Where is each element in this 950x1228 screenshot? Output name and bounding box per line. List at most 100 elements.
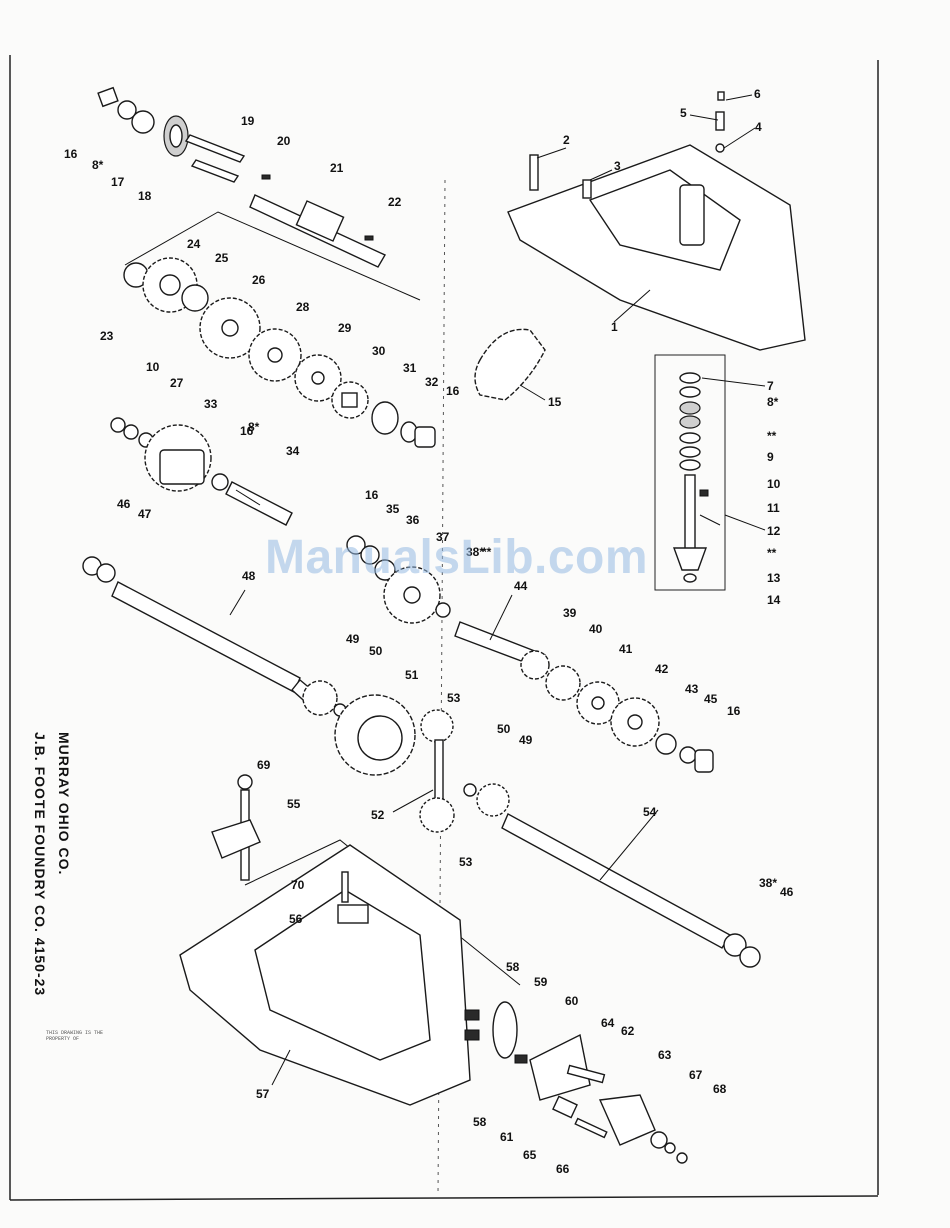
part-label: 25 [215,251,229,265]
part-label: 8* [248,420,260,434]
credit-line-foundry: J.B. FOOTE FOUNDRY CO. 4150-23 [32,732,48,997]
part-label: 3 [614,159,621,173]
part-label: 46 [780,885,794,899]
part-label: 1 [611,320,618,334]
part-label: 29 [338,321,352,335]
part-label: 17 [111,175,125,189]
part-label: 11 [767,501,780,515]
part-number-labels: 1 2 3 4 5 6 7 8* 8* 8* 9 10 10 11 12 13 … [64,87,794,1176]
part-label: 24 [187,237,201,251]
part-label: 7 [767,379,774,393]
part-label: ** [767,546,777,560]
part-label: 48 [242,569,256,583]
part-label: 36 [406,513,420,527]
part-label: 6 [754,87,761,101]
part-label: 38* [466,545,484,559]
part-label: 68 [713,1082,727,1096]
part-label: 5 [680,106,687,120]
part-label: ** [767,429,777,443]
part-label: 20 [277,134,291,148]
part-label: 18 [138,189,152,203]
part-label: 41 [619,642,633,656]
lower-housing-57 [179,839,521,1106]
stamp-notice: THIS DRAWING IS THE PROPERTY OF [46,1030,104,1042]
part-label: 14 [767,593,781,607]
part-label: 54 [643,805,657,819]
part-label: 47 [138,507,152,521]
part-label: 8* [92,158,104,172]
part-label: 16 [64,147,78,161]
part-label: 60 [565,994,579,1008]
part-label: 63 [658,1048,672,1062]
gear-stack-group [110,211,436,526]
part-label: 57 [256,1087,270,1101]
part-label: 59 [534,975,548,989]
part-label: 65 [523,1148,537,1162]
part-label: 55 [287,797,301,811]
part-label: 67 [689,1068,703,1082]
part-label: 58 [473,1115,487,1129]
part-label: 39 [563,606,577,620]
part-label: 56 [289,912,303,926]
vertical-shaft-stack [654,354,726,591]
watermark-text: ManualsLib.com [265,531,649,584]
middle-shafts [82,535,714,773]
part-label: 52 [371,808,385,822]
part-label: 69 [257,758,271,772]
part-label: 21 [330,161,344,175]
part-label: 32 [425,375,439,389]
part-label: 31 [403,361,417,375]
shift-lever-group [211,774,261,881]
part-label: 35 [386,502,400,516]
manufacturer-credit: J.B. FOOTE FOUNDRY CO. 4150-23 MURRAY OH… [32,732,72,996]
part-label: 16 [365,488,379,502]
part-label: 70 [291,878,305,892]
part-label: 4 [755,120,762,134]
part-label: 22 [388,195,402,209]
brake-group [464,1001,688,1164]
part-label: 27 [170,376,184,390]
part-label: 44 [514,579,528,593]
part-label: 16 [240,424,254,438]
part-label: 16 [727,704,741,718]
scan-fold-line [437,179,446,1196]
part-label: 26 [252,273,266,287]
part-label: 33 [204,397,218,411]
part-label: 23 [100,329,114,343]
part-label: 30 [372,344,386,358]
part-label: 50 [369,644,383,658]
leader-lines [229,94,766,1086]
part-label: 37 [436,530,450,544]
part-label: ** [482,545,492,559]
part-label: 46 [117,497,131,511]
part-label: 49 [519,733,533,747]
upper-housing-1 [507,91,806,351]
part-label: 61 [500,1130,514,1144]
differential-group [302,680,761,968]
part-label: 28 [296,300,310,314]
part-label: 45 [704,692,718,706]
bottom-border-line [9,1195,879,1201]
part-label: 13 [767,571,781,585]
part-label: 58 [506,960,520,974]
part-label: 12 [767,524,781,538]
part-label: 53 [459,855,473,869]
part-label: 10 [767,477,781,491]
part-label: 2 [563,133,570,147]
part-label: 10 [146,360,160,374]
part-label: 50 [497,722,511,736]
part-label: 16 [446,384,460,398]
part-label: 51 [405,668,419,682]
part-label: 53 [447,691,461,705]
part-label: 64 [601,1016,615,1030]
chain-15 [474,328,546,401]
part-label: 40 [589,622,603,636]
part-label: 8* [767,395,779,409]
part-label: 15 [548,395,562,409]
part-label: 43 [685,682,699,696]
part-label: 62 [621,1024,635,1038]
part-label: 9 [767,450,774,464]
part-label: 66 [556,1162,570,1176]
